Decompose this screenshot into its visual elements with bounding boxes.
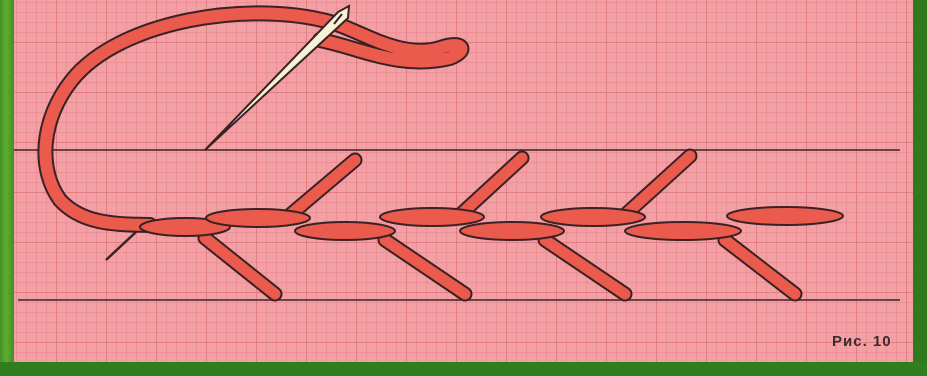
thread-tail [106,232,136,260]
figure-caption: Рис. 10 [832,333,892,350]
needle-icon [205,6,349,150]
stitch-bars [140,207,843,240]
thread-loop [45,13,461,225]
